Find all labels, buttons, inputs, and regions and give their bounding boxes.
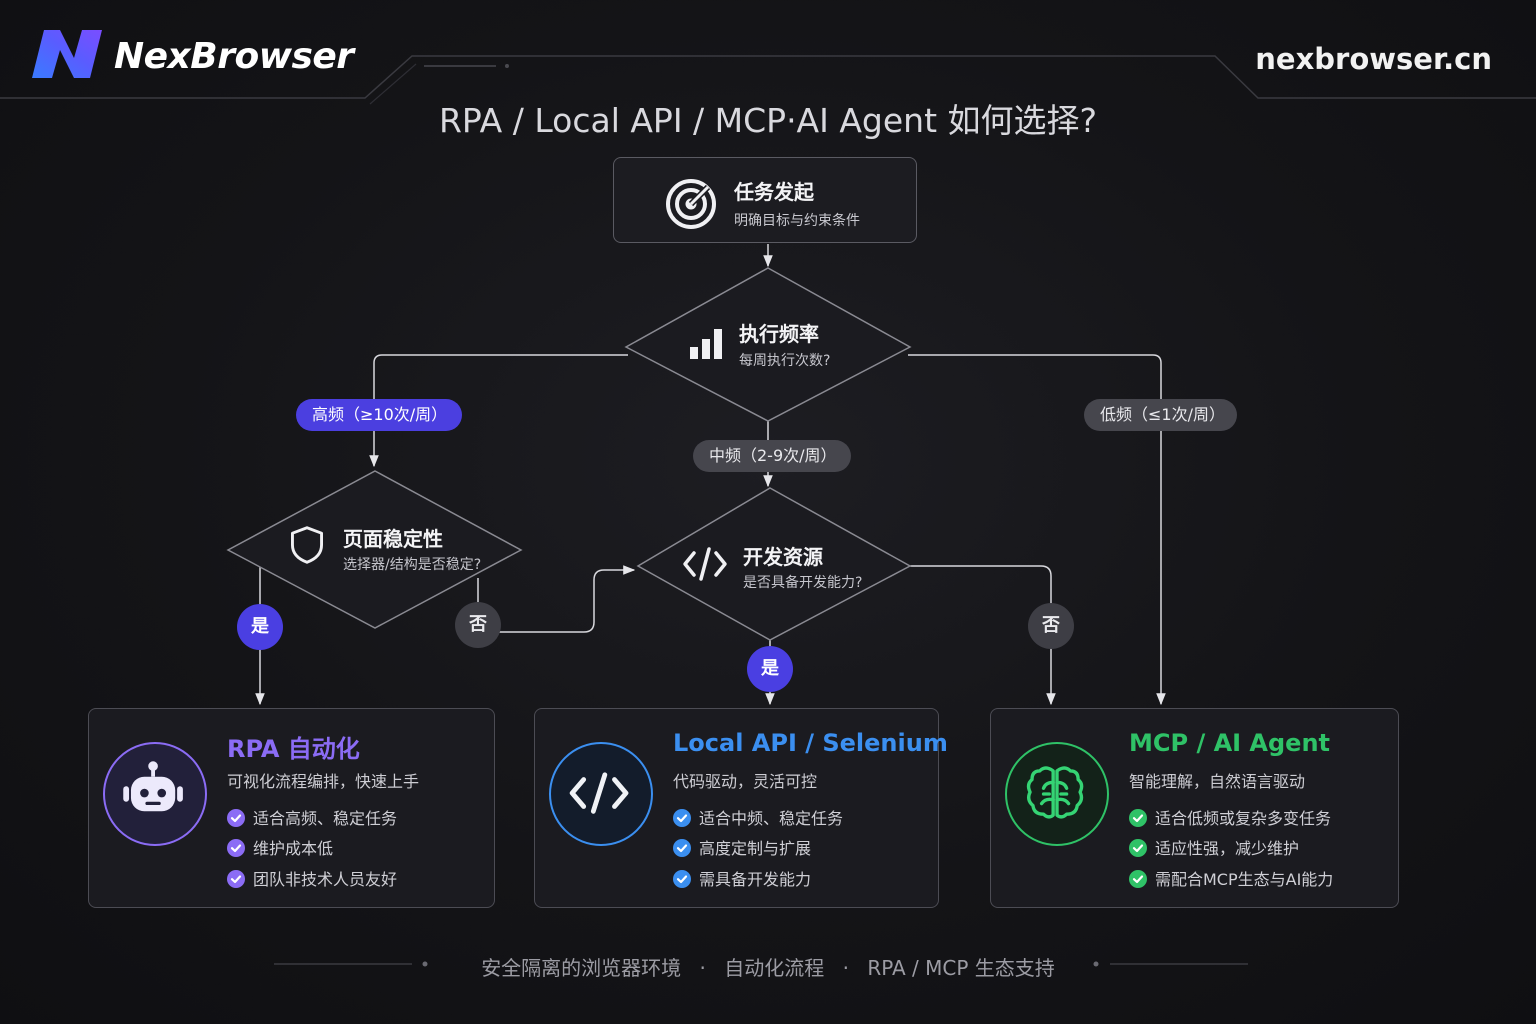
code-icon <box>569 772 629 814</box>
result-card-local-api: Local API / Selenium 代码驱动，灵活可控 适合中频、稳定任务… <box>534 708 948 908</box>
local-api-feature: 需具备开发能力 <box>673 866 811 890</box>
arrow-dev-no <box>908 565 1056 706</box>
local-api-title: Local API / Selenium <box>673 729 948 757</box>
frequency-title: 执行频率 <box>739 322 819 346</box>
low-frequency-label: 低频（≤1次/周） <box>1084 399 1237 431</box>
footer-item: RPA / MCP 生态支持 <box>867 956 1055 980</box>
check-circle-icon <box>1129 839 1147 857</box>
mcp-feature-text: 适应性强，减少维护 <box>1155 839 1300 858</box>
stability-no-badge: 否 <box>455 602 501 648</box>
mcp-feature: 适合低频或复杂多变任务 <box>1129 805 1331 829</box>
start-title: 任务发起 <box>734 180 814 204</box>
brand-name: NexBrowser <box>114 36 354 77</box>
shield-icon <box>291 526 323 564</box>
header-frame-line <box>0 55 1536 99</box>
rpa-feature: 适合高频、稳定任务 <box>227 805 397 829</box>
result-card-rpa: RPA 自动化 可视化流程编排，快速上手 适合高频、稳定任务 维护成本低 团队非… <box>88 708 495 908</box>
nexbrowser-logo-icon <box>32 30 102 78</box>
dev-diamond <box>636 487 912 641</box>
footer-tagline: 安全隔离的浏览器环境 · 自动化流程 · RPA / MCP 生态支持 <box>0 952 1536 981</box>
mcp-feature-text: 适合低频或复杂多变任务 <box>1155 809 1332 828</box>
arrow-high-frequency <box>369 354 628 468</box>
stability-title: 页面稳定性 <box>343 527 443 551</box>
check-circle-icon <box>1129 870 1147 888</box>
check-circle-icon <box>673 839 691 857</box>
dev-subtitle: 是否具备开发能力? <box>743 575 863 591</box>
mcp-feature: 需配合MCP生态与AI能力 <box>1129 866 1333 890</box>
arrow-low-frequency <box>908 354 1166 706</box>
robot-icon <box>123 761 183 812</box>
frequency-diamond <box>624 267 912 422</box>
start-subtitle: 明确目标与约束条件 <box>734 213 860 229</box>
local-api-subtitle: 代码驱动，灵活可控 <box>673 772 818 791</box>
mcp-feature: 适应性强，减少维护 <box>1129 835 1299 859</box>
local-api-feature: 适合中频、稳定任务 <box>673 805 843 829</box>
mcp-title: MCP / AI Agent <box>1129 729 1331 757</box>
mcp-badge <box>1005 742 1109 846</box>
arrow-stability-no <box>477 565 636 633</box>
check-circle-icon <box>673 870 691 888</box>
dev-yes-badge: 是 <box>747 646 793 692</box>
result-card-mcp: MCP / AI Agent 智能理解，自然语言驱动 适合低频或复杂多变任务 适… <box>990 708 1399 908</box>
local-api-feature-text: 需具备开发能力 <box>699 870 812 889</box>
footer-separator: · <box>699 956 706 980</box>
stability-yes-badge: 是 <box>237 604 283 650</box>
local-api-badge <box>549 742 653 846</box>
page-title: RPA / Local API / MCP·AI Agent 如何选择? <box>438 101 1098 140</box>
site-url[interactable]: nexbrowser.cn <box>1255 42 1492 76</box>
rpa-title: RPA 自动化 <box>227 735 360 763</box>
stability-diamond <box>226 470 523 629</box>
dev-title: 开发资源 <box>743 545 823 569</box>
local-api-feature-text: 高度定制与扩展 <box>699 839 812 858</box>
stability-subtitle: 选择器/结构是否稳定? <box>343 557 482 573</box>
rpa-feature-text: 适合高频、稳定任务 <box>253 809 398 828</box>
check-circle-icon <box>673 809 691 827</box>
target-icon <box>666 179 716 229</box>
rpa-feature: 团队非技术人员友好 <box>227 866 397 890</box>
dev-no-badge: 否 <box>1028 603 1074 649</box>
check-circle-icon <box>227 870 245 888</box>
check-circle-icon <box>227 839 245 857</box>
footer-separator: · <box>842 956 849 980</box>
rpa-badge <box>103 742 207 846</box>
check-circle-icon <box>1129 809 1147 827</box>
local-api-feature: 高度定制与扩展 <box>673 835 811 859</box>
footer-item: 安全隔离的浏览器环境 <box>481 956 682 980</box>
local-api-feature-text: 适合中频、稳定任务 <box>699 809 844 828</box>
brain-icon <box>1026 766 1084 819</box>
code-icon <box>683 547 727 581</box>
mcp-feature-text: 需配合MCP生态与AI能力 <box>1155 870 1334 889</box>
start-node: 任务发起 明确目标与约束条件 <box>613 157 917 243</box>
rpa-feature-text: 团队非技术人员友好 <box>253 870 398 889</box>
check-circle-icon <box>227 809 245 827</box>
mcp-subtitle: 智能理解，自然语言驱动 <box>1129 772 1306 791</box>
footer-item: 自动化流程 <box>724 956 825 980</box>
frequency-subtitle: 每周执行次数? <box>739 353 831 369</box>
mid-frequency-label: 中频（2-9次/周） <box>693 440 851 472</box>
bar-chart-icon <box>690 329 722 359</box>
rpa-feature-text: 维护成本低 <box>253 839 334 858</box>
rpa-subtitle: 可视化流程编排，快速上手 <box>227 772 420 791</box>
high-frequency-label: 高频（≥10次/周） <box>296 399 462 431</box>
rpa-feature: 维护成本低 <box>227 835 333 859</box>
